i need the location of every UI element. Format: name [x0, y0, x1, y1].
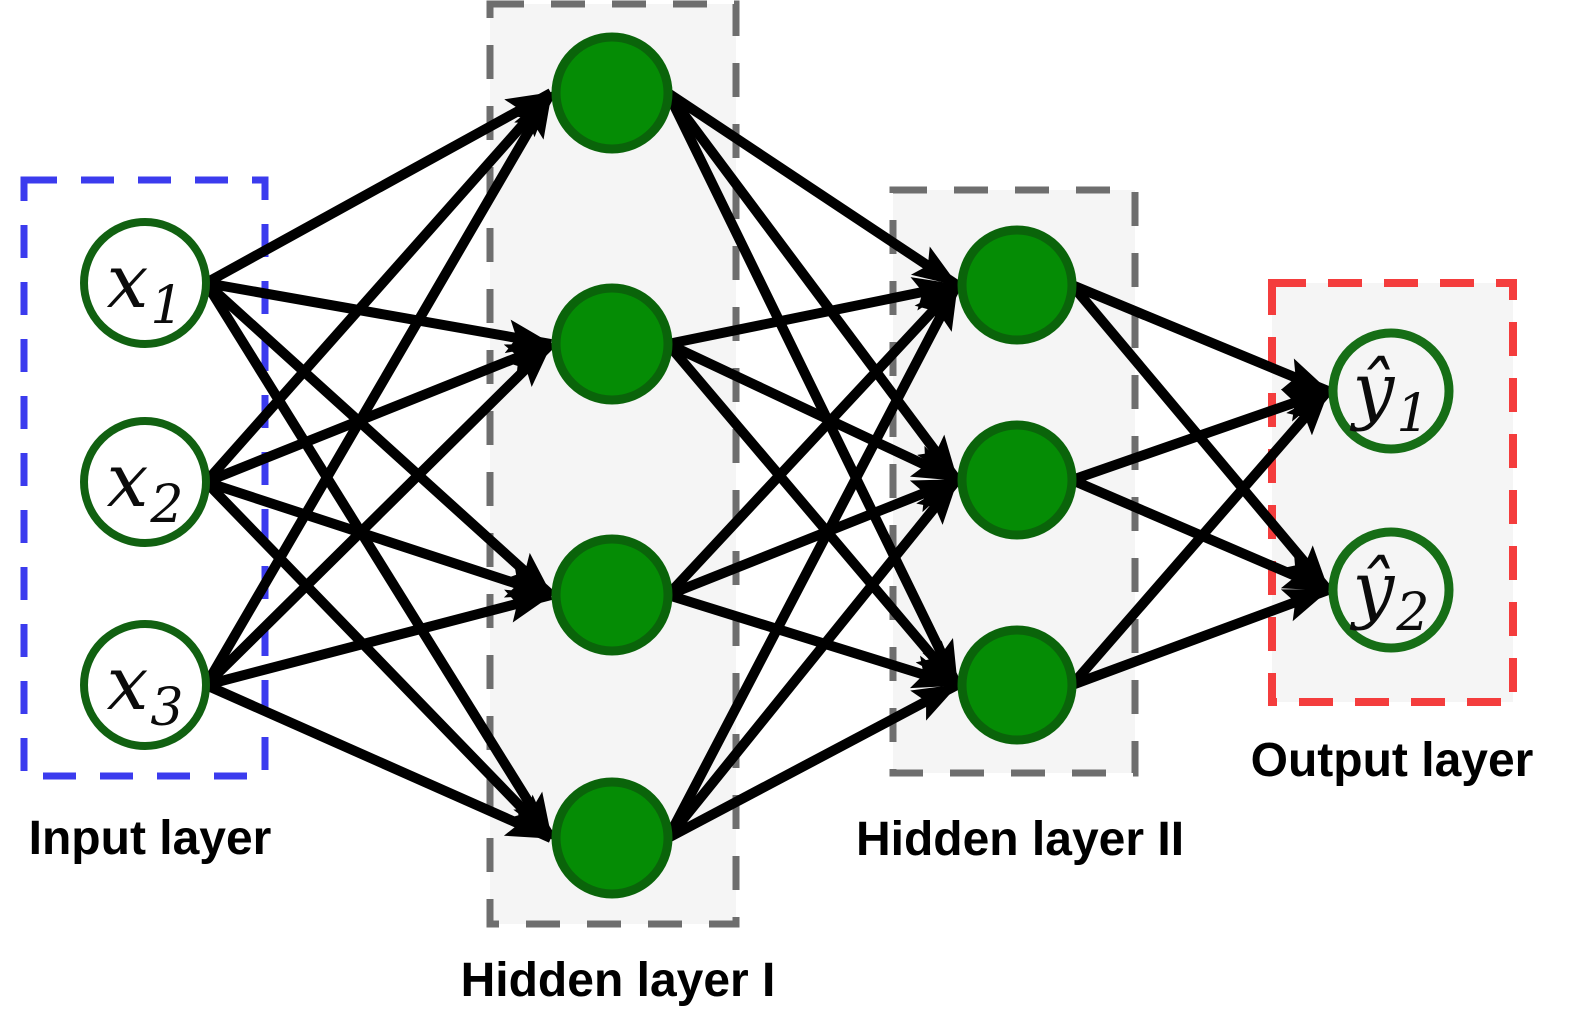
node-label-output-2: ŷ2	[1350, 546, 1430, 643]
node-hidden1-3	[551, 534, 673, 656]
edge-input3-hidden12	[202, 340, 555, 689]
edge-input2-hidden11	[202, 89, 555, 486]
edge-input2-hidden13	[204, 477, 553, 600]
edge-hidden11-hidden21	[665, 88, 960, 290]
neuron-nodes: x1 x2 x3 ŷ1 ŷ2	[80, 32, 1454, 899]
edge-input1-hidden12	[205, 278, 553, 354]
edge-input3-hidden11	[201, 90, 556, 688]
edge-input2-hidden12	[204, 339, 553, 487]
node-output-1	[1328, 328, 1454, 454]
layer-box-input	[20, 176, 269, 780]
edge-hidden13-hidden21	[664, 281, 961, 599]
node-hidden1-4	[551, 777, 673, 899]
edge-hidden13-hidden22	[666, 475, 959, 600]
layer-box-output	[1268, 279, 1517, 706]
node-input-3	[80, 620, 210, 750]
caption-hidden2: Hidden layer II	[856, 813, 1184, 866]
caption-output: Output layer	[1251, 734, 1534, 787]
edge-hidden11-hidden23	[663, 90, 962, 688]
node-input-1	[80, 218, 210, 348]
caption-input: Input layer	[29, 812, 272, 865]
edge-hidden11-hidden22	[663, 90, 962, 483]
edge-input1-hidden11	[203, 88, 554, 288]
node-hidden1-1	[551, 32, 673, 154]
edge-hidden12-hidden21	[666, 277, 959, 349]
edge-hidden14-hidden23	[665, 680, 960, 843]
edge-input2-hidden14	[202, 478, 555, 842]
node-label-input-3: x3	[107, 641, 184, 738]
edge-hidden12-hidden23	[664, 340, 961, 689]
edge-hidden13-hidden23	[666, 590, 959, 690]
edge-hidden23-output2	[1070, 585, 1330, 690]
node-label-input-2: x2	[107, 438, 184, 535]
edge-hidden14-hidden22	[664, 476, 961, 842]
node-hidden2-2	[957, 420, 1077, 540]
edge-hidden21-output1	[1070, 280, 1330, 396]
caption-hidden1: Hidden layer I	[461, 954, 776, 1007]
edge-hidden14-hidden21	[663, 282, 962, 841]
edge-input1-hidden14	[201, 280, 556, 841]
edge-input3-hidden13	[204, 589, 553, 690]
connection-arrows	[201, 88, 1332, 843]
node-input-2	[80, 417, 210, 547]
edge-hidden23-output1	[1068, 387, 1332, 689]
edge-hidden12-hidden22	[665, 339, 960, 485]
edge-hidden22-output1	[1070, 386, 1330, 485]
edge-input3-hidden14	[203, 680, 554, 843]
node-hidden2-3	[957, 625, 1077, 745]
node-hidden2-1	[957, 225, 1077, 345]
node-label-output-1: ŷ1	[1350, 347, 1430, 444]
node-label-input-1: x1	[107, 239, 184, 336]
node-output-2	[1328, 527, 1454, 653]
edge-input1-hidden13	[202, 279, 555, 599]
node-hidden1-2	[551, 283, 673, 405]
